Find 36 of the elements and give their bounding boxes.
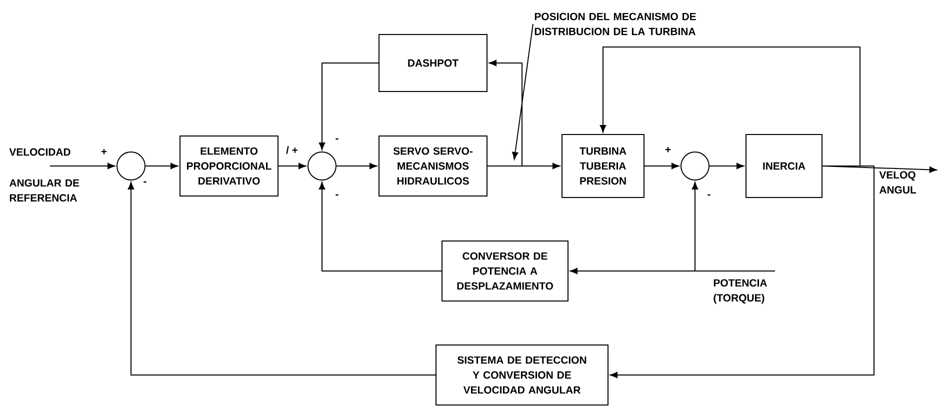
sum-sign: - bbox=[336, 138, 338, 140]
summing-junction bbox=[680, 152, 710, 180]
sum-sign: - bbox=[336, 194, 338, 196]
input-label: VELOCIDAD bbox=[9, 148, 70, 156]
signal-line bbox=[278, 162, 306, 170]
block-box: DASHPOT bbox=[378, 34, 488, 92]
signal-line bbox=[318, 182, 442, 272]
input-label: ANGULAR DE REFERENCIA bbox=[9, 179, 80, 202]
signal-line bbox=[128, 182, 436, 376]
signal-line bbox=[487, 60, 522, 166]
signal-line bbox=[709, 162, 744, 170]
annotation-text: POSICION DEL MECANISMO DE DISTRIBUCION DE LA TURBINA bbox=[534, 12, 696, 36]
signal-line bbox=[318, 62, 379, 150]
signal-line bbox=[336, 162, 378, 170]
signal-line bbox=[610, 166, 874, 378]
sum-sign: - bbox=[708, 194, 710, 196]
block-box: SERVO SERVO-MECANISMOS HIDRAULICOS bbox=[378, 136, 488, 196]
signal-line bbox=[600, 46, 860, 166]
signal-line bbox=[145, 162, 178, 170]
sum-sign: + bbox=[665, 146, 671, 152]
block-box: SISTEMA DE DETECCION Y CONVERSION DE VELOCIDAD ANGULAR bbox=[436, 344, 608, 406]
output-label: VELOQ ANGUL bbox=[879, 171, 916, 194]
sum-sign: + bbox=[101, 148, 107, 154]
signal-line bbox=[644, 162, 680, 170]
block-box: CONVERSOR DE POTENCIA A DESPLAZAMIENTO bbox=[442, 240, 568, 302]
signal-line bbox=[570, 268, 776, 274]
sum-sign: - bbox=[144, 181, 146, 183]
summing-junction bbox=[308, 152, 336, 180]
block-box: TURBINA TUBERIA PRESION bbox=[562, 134, 644, 198]
block-box: INERCIA bbox=[746, 134, 822, 198]
leader-line bbox=[512, 24, 534, 160]
block-box: ELEMENTO PROPORCIONAL DERIVATIVO bbox=[180, 136, 278, 196]
signal-line bbox=[50, 162, 116, 170]
signal-label: POTENCIA (TORQUE) bbox=[714, 279, 767, 304]
summing-junction bbox=[116, 152, 146, 180]
sum-sign: / + bbox=[286, 146, 298, 154]
